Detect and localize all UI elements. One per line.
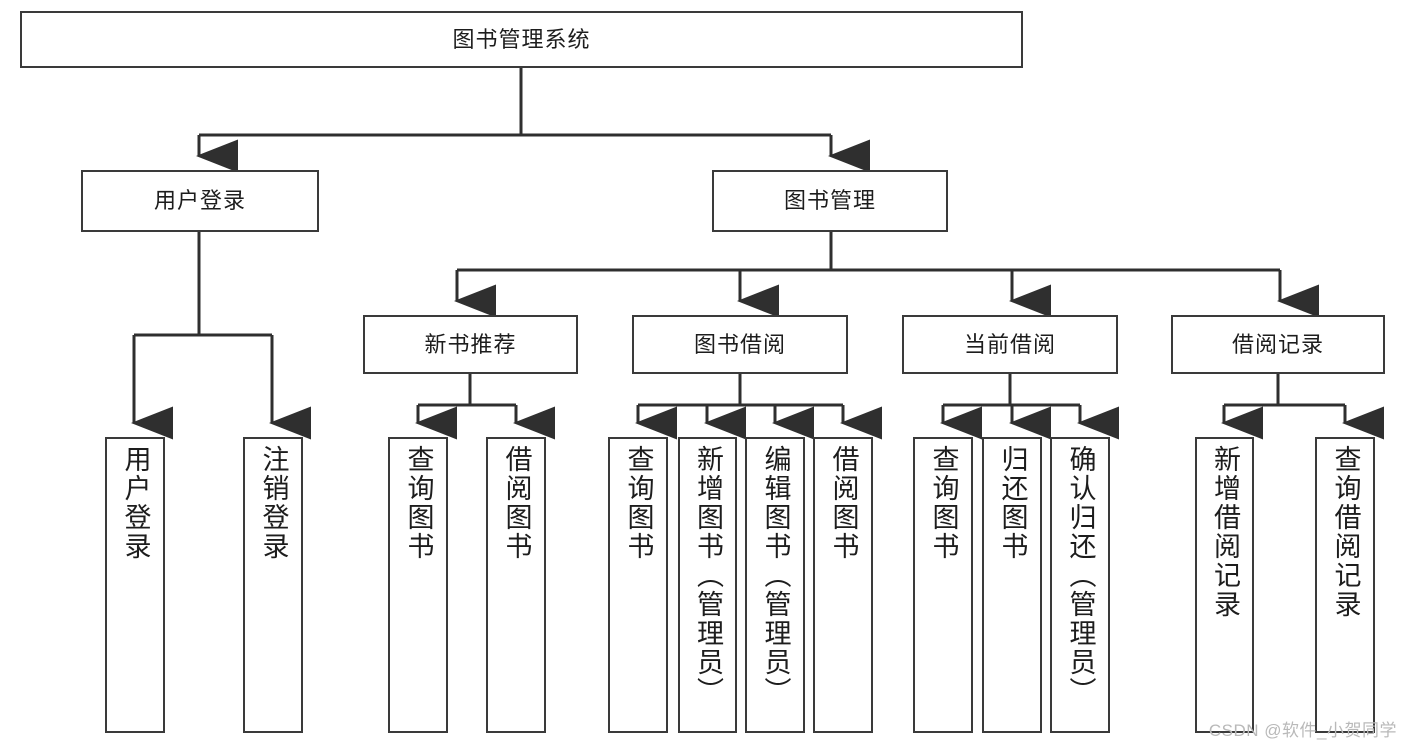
leaf-add-book[interactable]: 新增图书（管理员） (678, 437, 737, 733)
leaf-confirm-return[interactable]: 确认归还（管理员） (1050, 437, 1110, 733)
leaf-query-book-2[interactable]: 查询图书 (608, 437, 668, 733)
leaf-query-book-1[interactable]: 查询图书 (388, 437, 448, 733)
leaf-confirm-return-label: 确认归还（管理员） (1065, 445, 1096, 706)
leaf-query-borrow-record-label: 查询借阅记录 (1330, 445, 1361, 619)
node-current-borrow-label: 当前借阅 (963, 331, 1056, 357)
leaf-borrow-book-2[interactable]: 借阅图书 (813, 437, 873, 733)
node-root-label: 图书管理系统 (452, 26, 591, 52)
node-borrow-record[interactable]: 借阅记录 (1171, 315, 1385, 374)
leaf-logout[interactable]: 注销登录 (243, 437, 303, 733)
node-borrow-record-label: 借阅记录 (1231, 331, 1324, 357)
node-book-borrow-label: 图书借阅 (693, 331, 786, 357)
leaf-edit-book[interactable]: 编辑图书（管理员） (745, 437, 805, 733)
leaf-return-book[interactable]: 归还图书 (982, 437, 1042, 733)
leaf-add-borrow-record-label: 新增借阅记录 (1210, 445, 1240, 619)
node-book-management[interactable]: 图书管理 (712, 170, 948, 232)
leaf-query-book-1-label: 查询图书 (403, 445, 434, 561)
leaf-edit-book-label: 编辑图书（管理员） (760, 445, 791, 706)
leaf-borrow-book-1-label: 借阅图书 (501, 445, 532, 561)
leaf-query-borrow-record[interactable]: 查询借阅记录 (1315, 437, 1375, 733)
leaf-borrow-book-1[interactable]: 借阅图书 (486, 437, 546, 733)
node-book-borrow[interactable]: 图书借阅 (632, 315, 848, 374)
leaf-logout-label: 注销登录 (258, 445, 289, 561)
node-current-borrow[interactable]: 当前借阅 (902, 315, 1118, 374)
leaf-user-login-label: 用户登录 (120, 445, 151, 561)
leaf-query-book-2-label: 查询图书 (623, 445, 654, 561)
node-user-login-label: 用户登录 (153, 188, 246, 214)
node-book-management-label: 图书管理 (783, 188, 876, 214)
node-root[interactable]: 图书管理系统 (20, 11, 1023, 68)
leaf-query-book-3-label: 查询图书 (928, 445, 959, 561)
leaf-add-borrow-record[interactable]: 新增借阅记录 (1195, 437, 1254, 733)
leaf-borrow-book-2-label: 借阅图书 (828, 445, 859, 561)
node-user-login[interactable]: 用户登录 (81, 170, 319, 232)
leaf-query-book-3[interactable]: 查询图书 (913, 437, 973, 733)
leaf-add-book-label: 新增图书（管理员） (693, 445, 723, 706)
node-new-book-recommend[interactable]: 新书推荐 (363, 315, 578, 374)
csdn-watermark: CSDN @软件_小贺同学 (1208, 721, 1397, 740)
leaf-return-book-label: 归还图书 (997, 445, 1028, 561)
node-new-book-recommend-label: 新书推荐 (424, 331, 517, 357)
leaf-user-login[interactable]: 用户登录 (105, 437, 165, 733)
